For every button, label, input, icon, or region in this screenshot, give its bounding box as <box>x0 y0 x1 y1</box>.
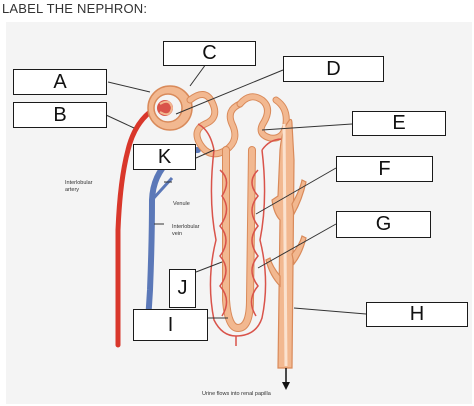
label-box-b[interactable]: B <box>13 102 107 128</box>
interlobular-artery-label-2: artery <box>65 187 79 193</box>
glomerular-capsule <box>147 85 193 131</box>
label-box-i[interactable]: I <box>133 309 208 341</box>
venule-label: Venule <box>173 201 190 207</box>
label-box-c[interactable]: C <box>163 41 256 66</box>
label-box-e[interactable]: E <box>352 111 446 136</box>
interlobular-artery-label: Interlobular <box>65 180 93 186</box>
label-box-h[interactable]: H <box>366 302 468 327</box>
label-box-j[interactable]: J <box>169 269 196 308</box>
leader-lines <box>105 63 367 319</box>
label-box-k[interactable]: K <box>133 144 196 170</box>
interlobular-vein-label: Interlobular <box>172 224 200 230</box>
urine-flow-caption: Urine flows into renal papilla <box>202 391 272 397</box>
proximal-convoluted-tubule-fill <box>187 92 243 157</box>
peritubular-capillaries <box>197 123 289 346</box>
label-box-d[interactable]: D <box>283 56 384 82</box>
label-box-g[interactable]: G <box>336 211 431 238</box>
interlobular-artery <box>115 109 153 348</box>
collecting-duct <box>265 118 307 369</box>
label-box-f[interactable]: F <box>336 156 433 182</box>
interlobular-vein-label-2: vein <box>172 231 182 237</box>
page-title: LABEL THE NEPHRON: <box>2 1 148 16</box>
label-box-a[interactable]: A <box>13 69 107 95</box>
